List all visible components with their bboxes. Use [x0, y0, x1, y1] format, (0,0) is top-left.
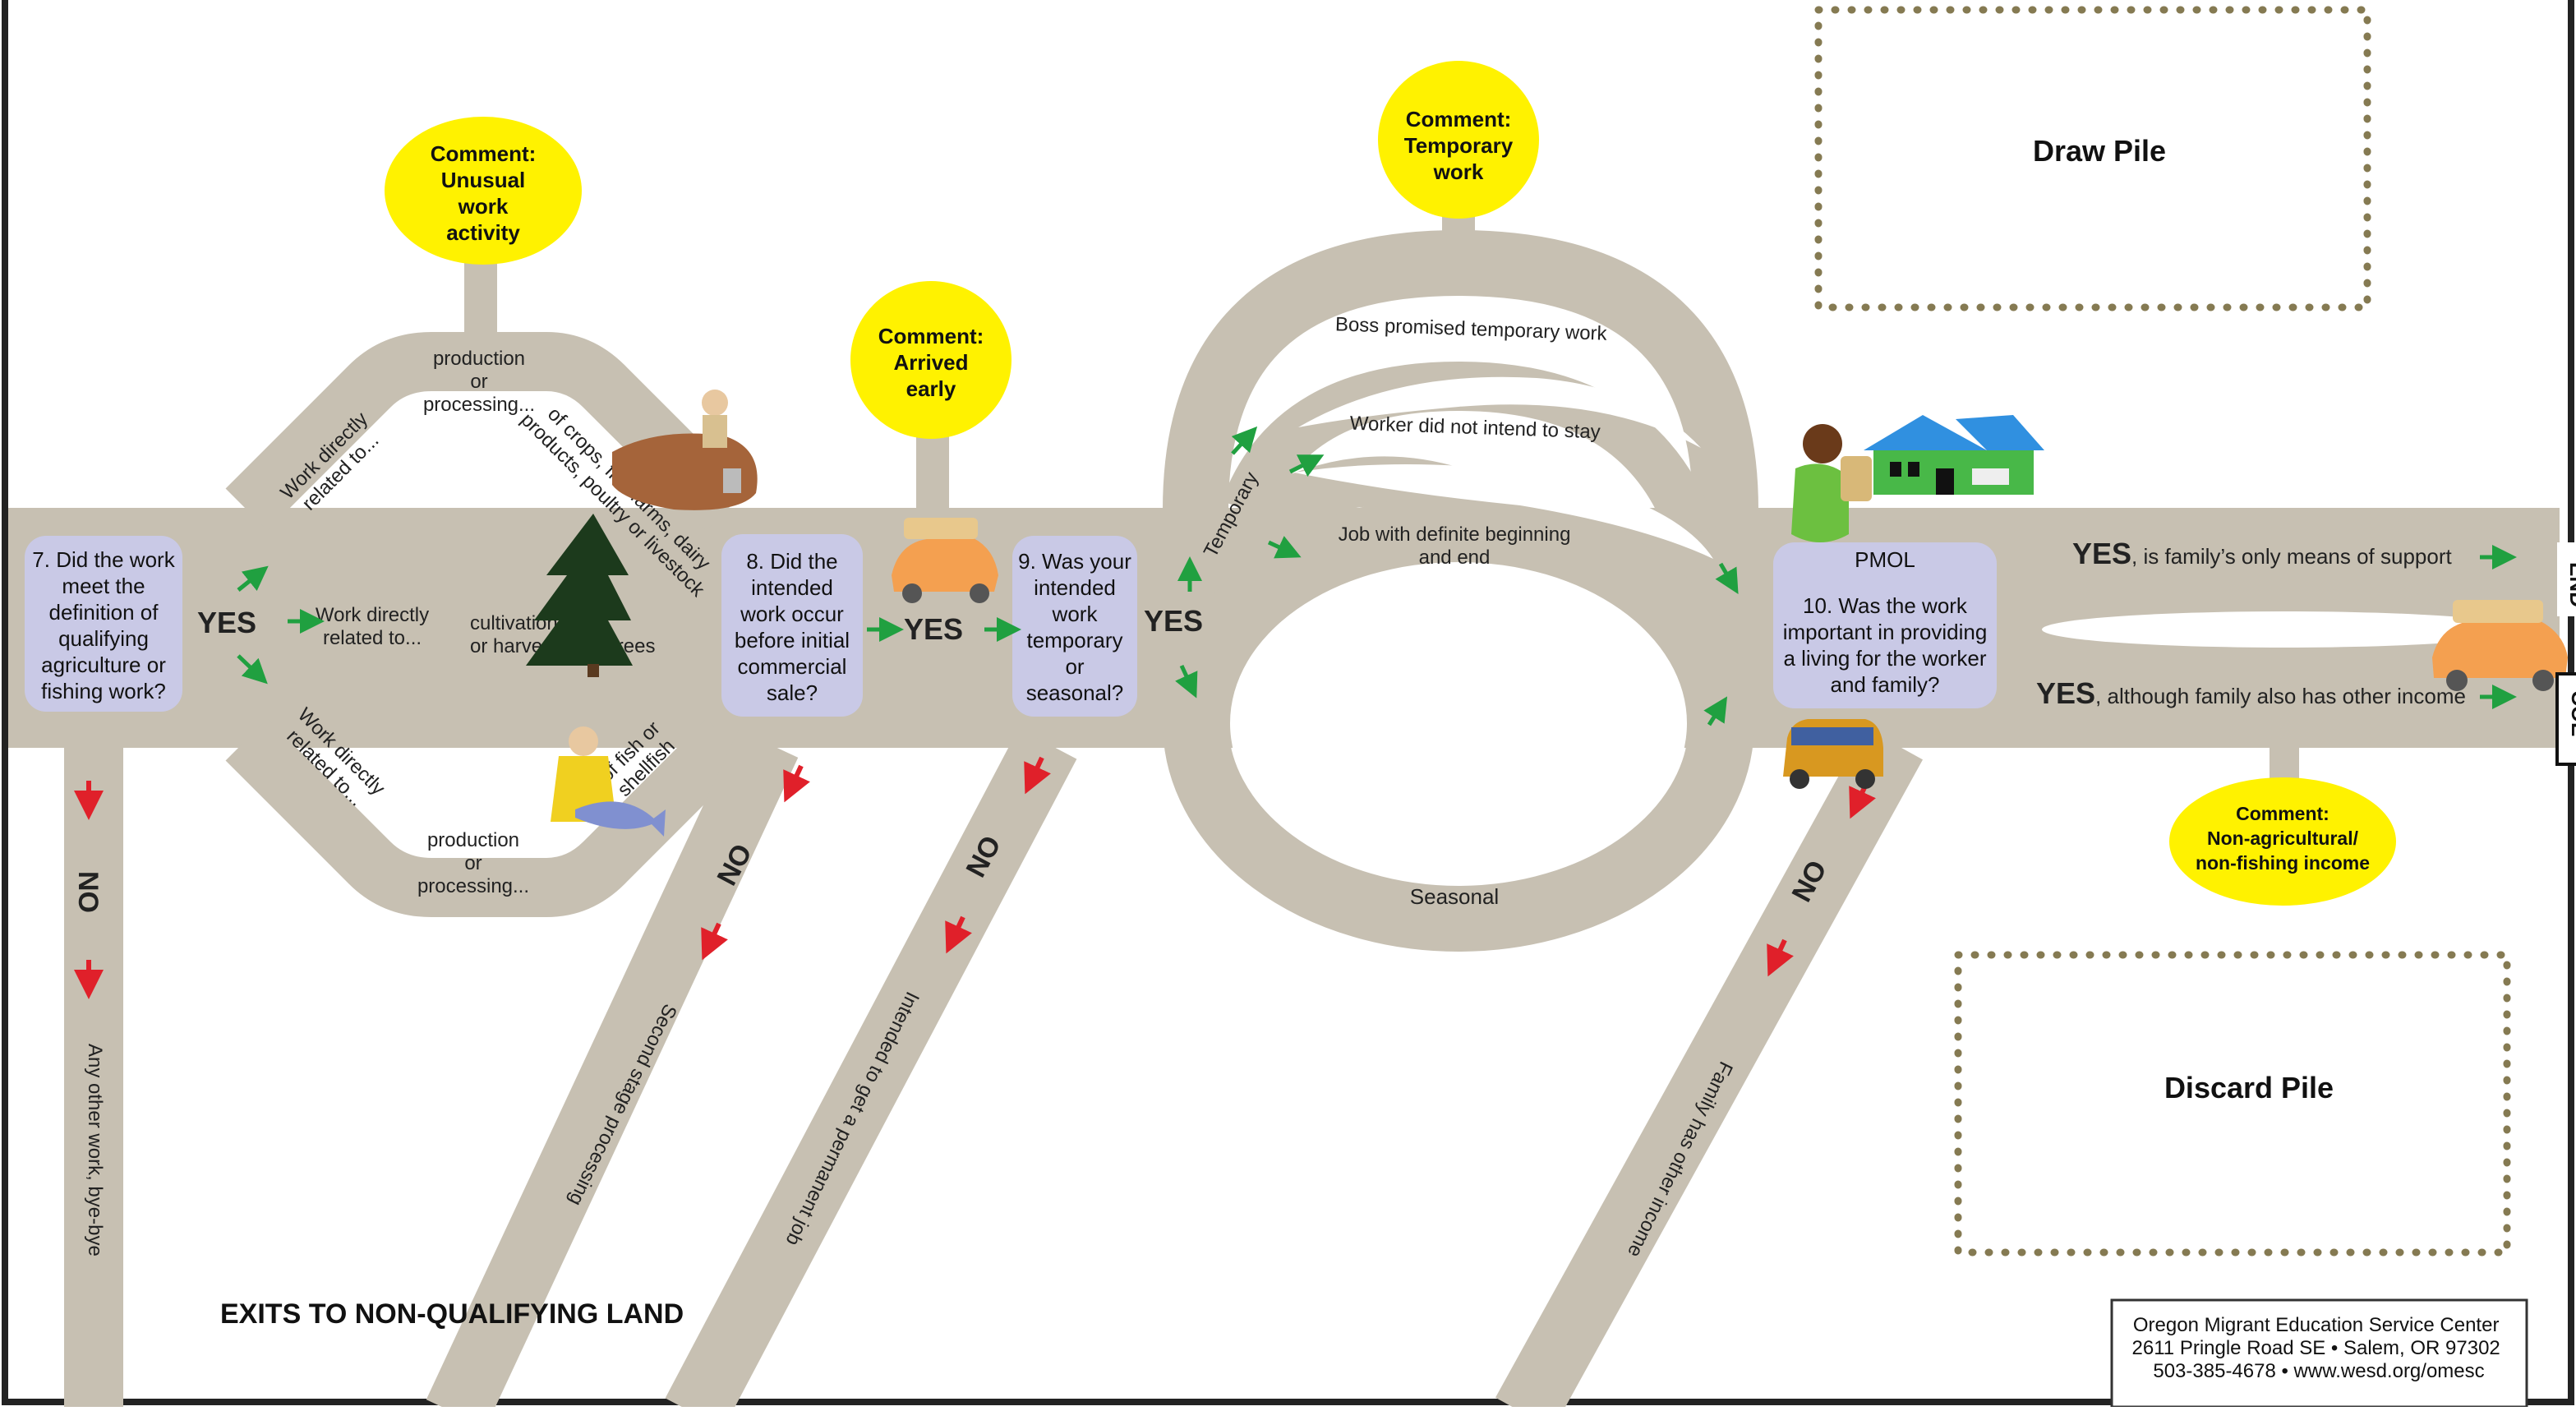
footer-line-3: 503-385-4678 • www.wesd.org/omesc [2153, 1360, 2484, 1382]
yes-other-income: YES, although family also has other inco… [2036, 676, 2466, 710]
exit-road-2 [426, 730, 799, 1411]
footer-line-1: Oregon Migrant Education Service Center [2133, 1314, 2500, 1336]
coe-label: COE [2567, 690, 2576, 736]
yes-label-q9: YES [1144, 604, 1203, 638]
fisherman-clipart-icon [551, 726, 666, 837]
end-marker: END COE [2555, 542, 2576, 766]
label-boss: Boss promised temporary work [1335, 313, 1609, 345]
car-icon [892, 518, 998, 603]
draw-pile-label: Draw Pile [2033, 134, 2166, 168]
stem-arrived [916, 427, 949, 518]
van-icon [1783, 719, 1883, 789]
lower-bypass-road [225, 718, 749, 917]
label-any-other: Any other work, bye-bye [84, 1044, 106, 1257]
exit-road-4 [1495, 727, 1924, 1411]
arch-gap-1 [1298, 376, 1701, 448]
draw-pile-area[interactable] [1814, 6, 2371, 311]
pine-tree-icon [526, 514, 633, 677]
footer-box: Oregon Migrant Education Service Center … [2110, 1298, 2528, 1409]
exit-road-3 [665, 728, 1077, 1411]
woman-groceries-icon [1791, 424, 1872, 542]
label-permanent: Intended to get a permanent job [781, 988, 923, 1249]
upper-bypass-road [225, 332, 749, 531]
svg-text:Comment:Non-agricultural/non-f: Comment:Non-agricultural/non-fishing inc… [2196, 803, 2370, 874]
yes-label-q7: YES [197, 606, 256, 639]
end-label: END [2565, 562, 2576, 607]
discard-pile-area[interactable] [1954, 951, 2511, 1257]
footer-line-2: 2611 Pringle Road SE • Salem, OR 97302 [2132, 1337, 2500, 1359]
label-seasonal: Seasonal [1410, 884, 1499, 909]
no-arrows [74, 756, 1876, 999]
no-label-q7: NO [72, 871, 104, 913]
svg-text:Oregon Migrant Education Servi: Oregon Migrant Education Service Center … [2132, 1314, 2506, 1382]
yes-only-support: YES, is family’s only means of support [2072, 537, 2453, 570]
comment-nonag[interactable]: Comment:Non-agricultural/non-fishing inc… [2169, 777, 2396, 906]
farmer-clipart-icon [612, 390, 758, 510]
yes-arrows [237, 426, 2517, 726]
exit-road-1 [64, 744, 123, 1411]
yes-split-island [2042, 611, 2527, 648]
yes-label-q8: YES [904, 612, 963, 646]
arch-gap-2 [1294, 464, 1713, 559]
discard-pile-label: Discard Pile [2164, 1071, 2334, 1104]
stem-temporary [1442, 205, 1475, 296]
stem-unusual [464, 247, 497, 362]
exits-title: EXITS TO NON-QUALIFYING LAND [220, 1298, 684, 1330]
house-icon [1864, 415, 2044, 495]
loop-center [1230, 562, 1687, 884]
family-car-icon [2432, 600, 2568, 691]
